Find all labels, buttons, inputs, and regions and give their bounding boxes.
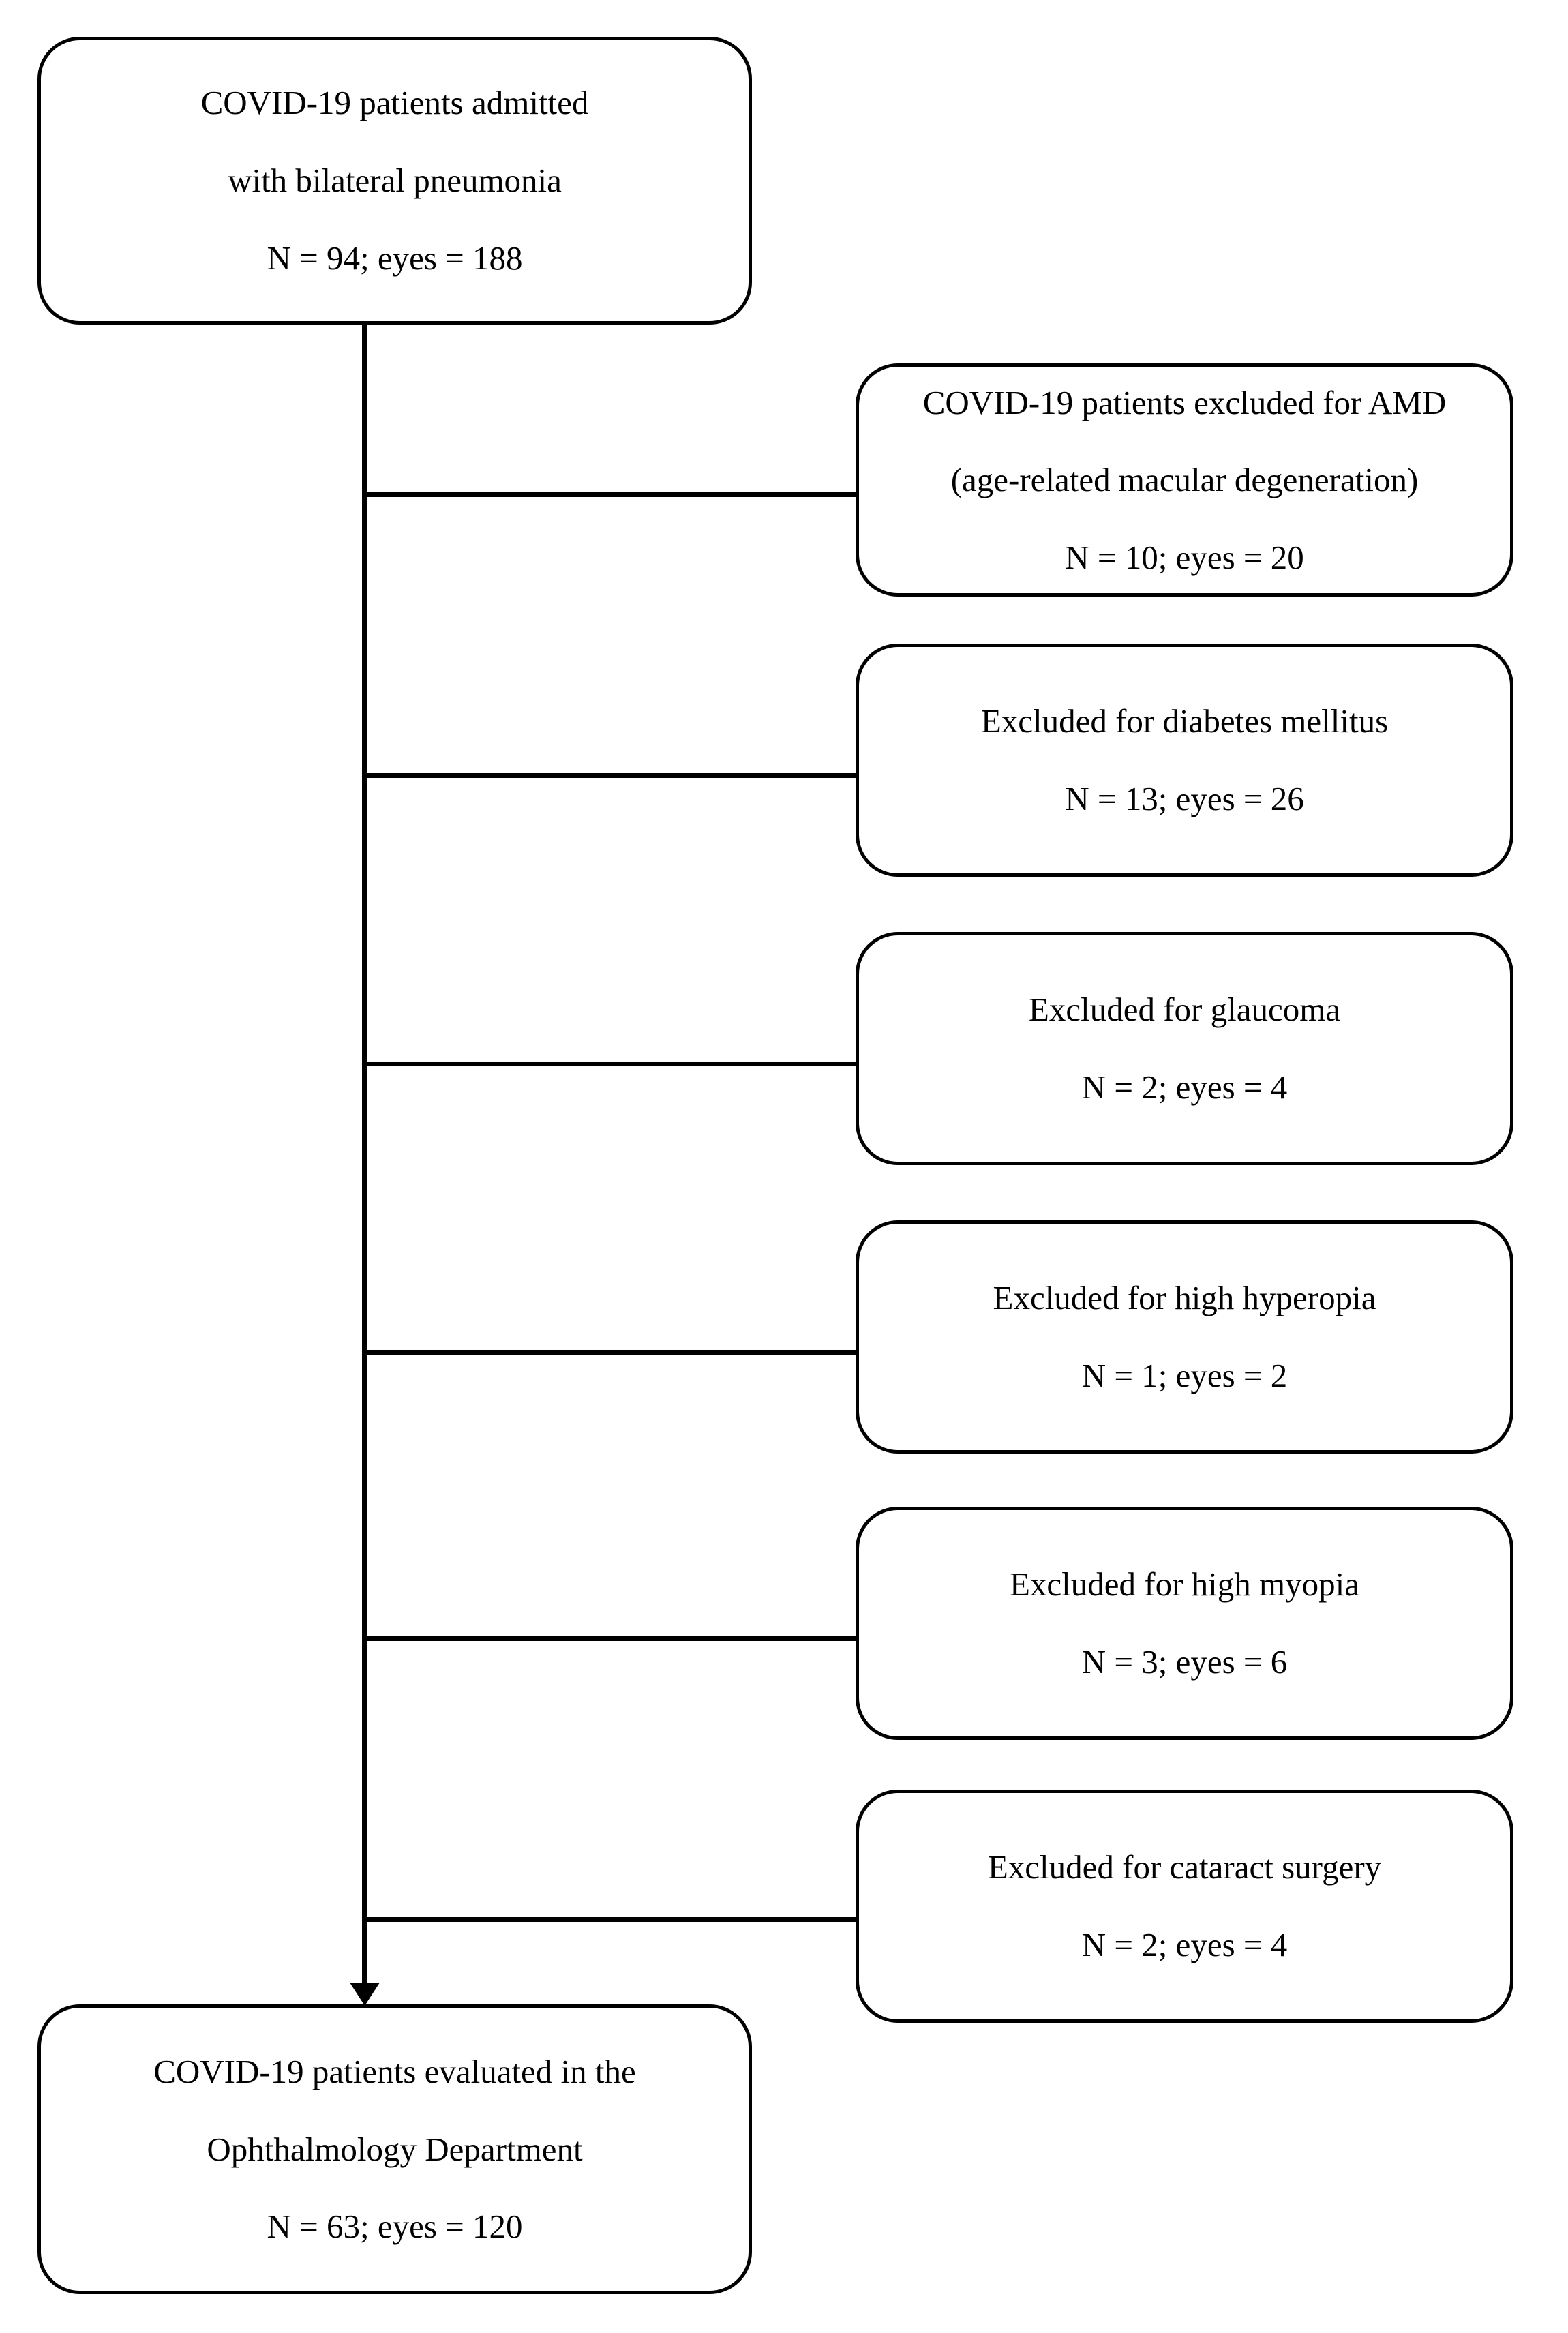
node-excluded-cataract-box: Excluded for cataract surgery N = 2; eye… [856,1790,1513,2023]
branch-line-diabetes [365,773,857,778]
node-excluded-amd-box: COVID-19 patients excluded for AMD (age-… [856,363,1513,597]
node-excluded-hyperopia-count: N = 1; eyes = 2 [1081,1357,1288,1394]
node-excluded-diabetes-line-1: Excluded for diabetes mellitus [980,702,1389,740]
node-evaluated-line-2: Ophthalmology Department [207,2130,583,2168]
node-admitted-line-2: with bilateral pneumonia [228,162,562,200]
node-excluded-amd-line-2: (age-related macular degeneration) [950,461,1419,499]
node-excluded-hyperopia-box: Excluded for high hyperopia N = 1; eyes … [856,1220,1513,1454]
node-excluded-glaucoma-count: N = 2; eyes = 4 [1081,1068,1288,1106]
node-evaluated-line-1: COVID-19 patients evaluated in the [153,2052,636,2090]
node-admitted-box: COVID-19 patients admitted with bilatera… [37,37,752,325]
branch-line-amd [365,492,857,497]
node-excluded-diabetes-count: N = 13; eyes = 26 [1065,780,1304,817]
node-excluded-diabetes-box: Excluded for diabetes mellitus N = 13; e… [856,644,1513,877]
node-excluded-glaucoma-box: Excluded for glaucoma N = 2; eyes = 4 [856,932,1513,1165]
down-arrowhead-icon [350,1983,380,2006]
node-excluded-hyperopia-line-1: Excluded for high hyperopia [993,1279,1376,1317]
node-excluded-myopia-box: Excluded for high myopia N = 3; eyes = 6 [856,1507,1513,1740]
node-admitted-line-1: COVID-19 patients admitted [200,84,589,122]
node-excluded-amd-count: N = 10; eyes = 20 [1065,538,1304,576]
node-excluded-glaucoma-line-1: Excluded for glaucoma [1028,991,1341,1029]
node-excluded-myopia-count: N = 3; eyes = 6 [1081,1643,1288,1681]
node-admitted-count: N = 94; eyes = 188 [267,239,523,277]
node-excluded-cataract-line-1: Excluded for cataract surgery [987,1848,1382,1886]
node-excluded-amd-line-1: COVID-19 patients excluded for AMD [922,383,1447,421]
node-excluded-cataract-count: N = 2; eyes = 4 [1081,1926,1288,1963]
branch-line-hyperopia [365,1350,857,1355]
branch-line-cataract [365,1917,857,1922]
node-evaluated-box: COVID-19 patients evaluated in the Ophth… [37,2004,752,2294]
node-evaluated-count: N = 63; eyes = 120 [267,2208,523,2246]
main-flow-vertical-line [362,323,367,1987]
branch-line-glaucoma [365,1062,857,1066]
node-excluded-myopia-line-1: Excluded for high myopia [1009,1565,1360,1604]
branch-line-myopia [365,1636,857,1641]
